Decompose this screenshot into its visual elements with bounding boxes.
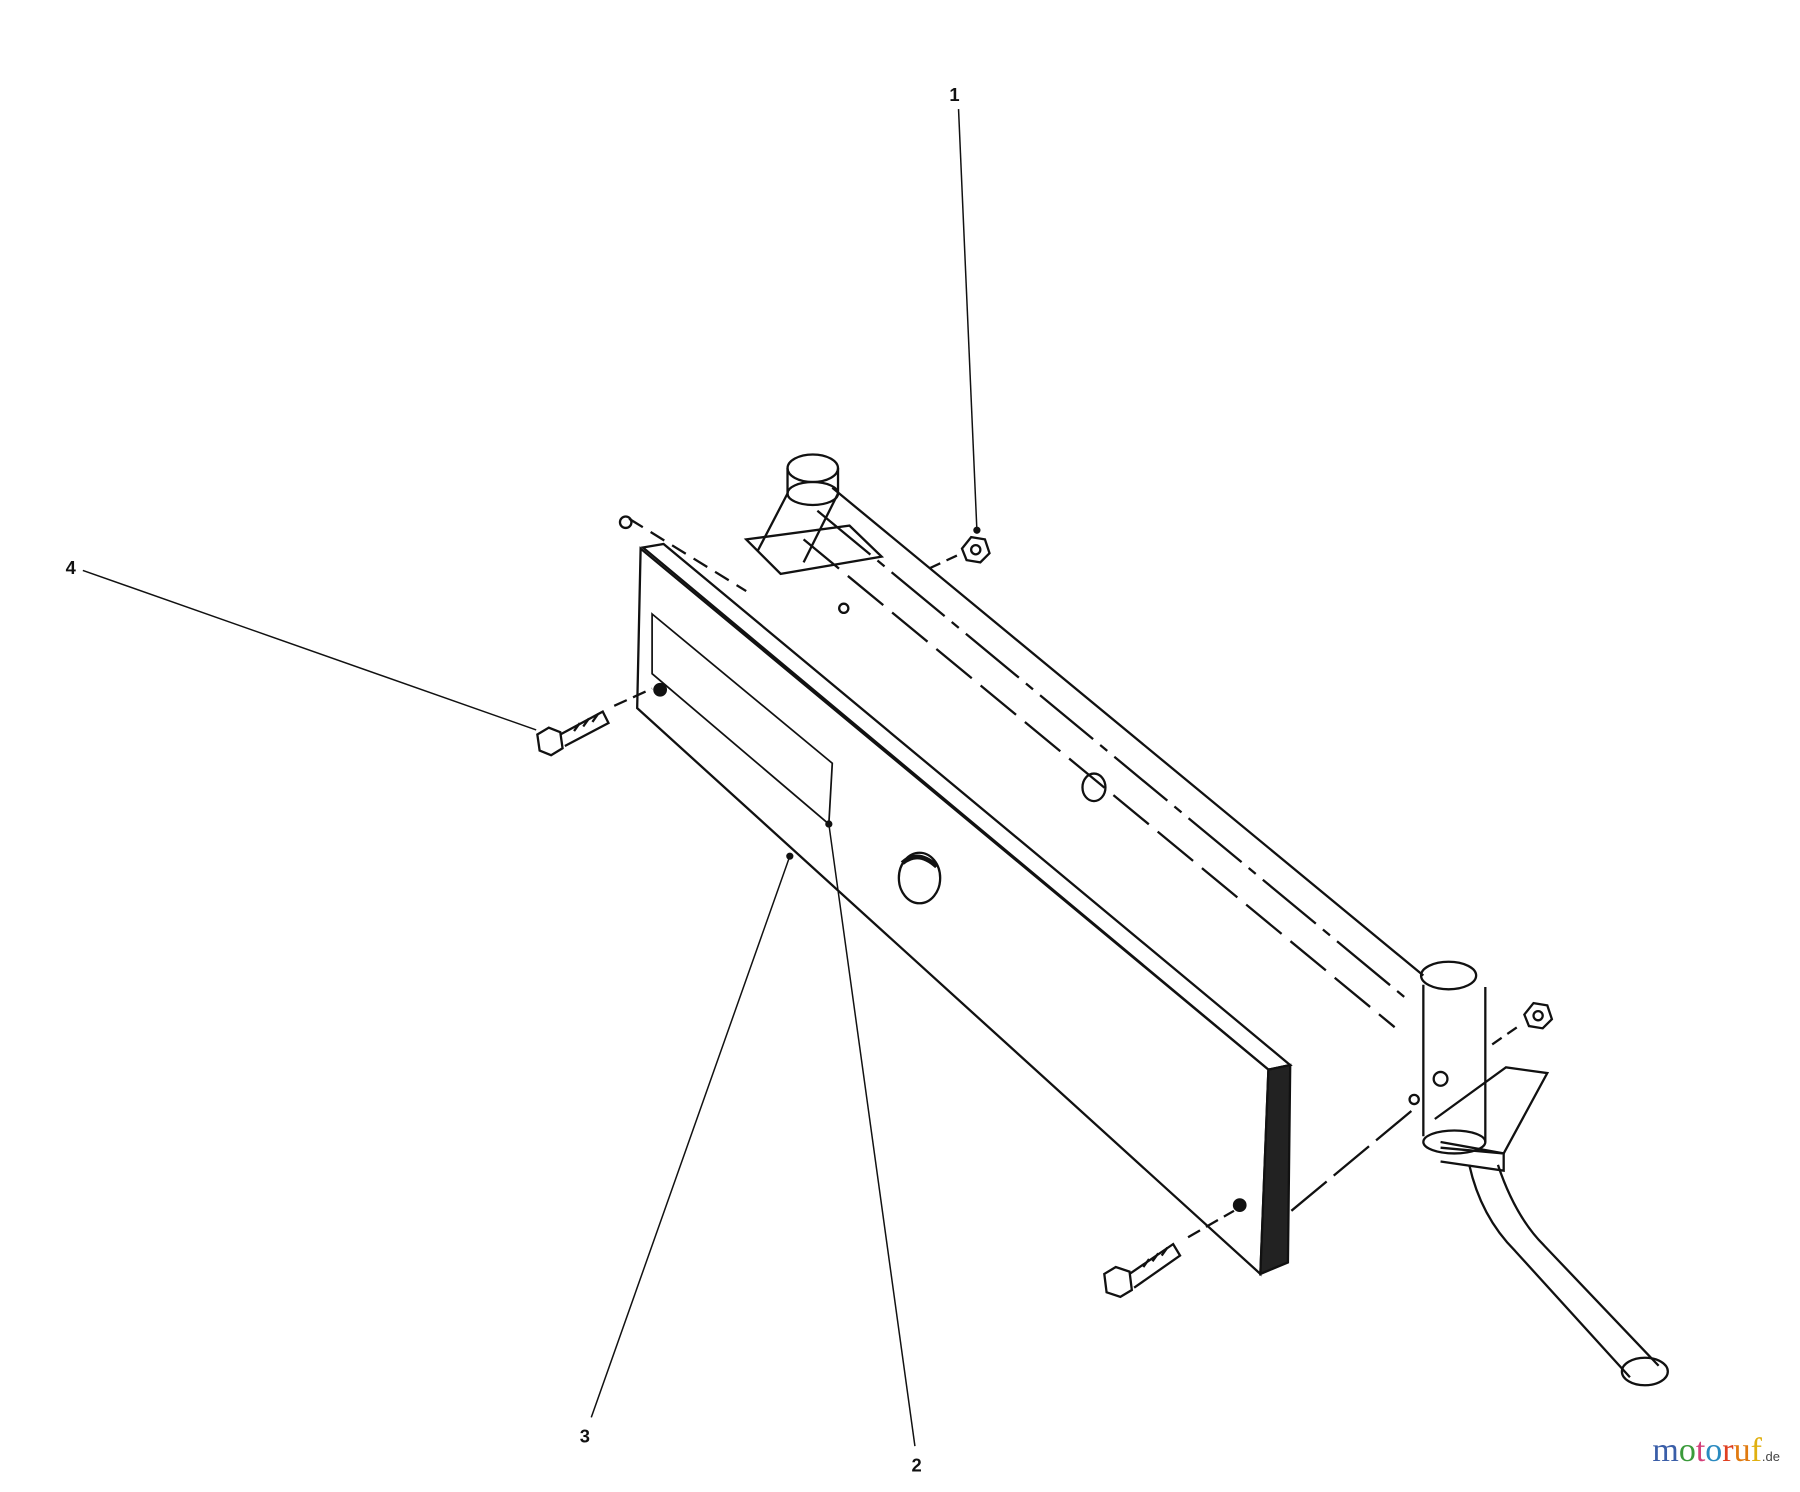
watermark-logo: motoruf.de bbox=[1652, 1432, 1780, 1470]
front-plate bbox=[636, 542, 1293, 1277]
leader-line-2 bbox=[828, 823, 916, 1447]
wm-letter: r bbox=[1722, 1432, 1734, 1469]
wm-letter: o bbox=[1678, 1432, 1696, 1469]
rear-axle-bar bbox=[802, 486, 1425, 1029]
callout-2: 2 bbox=[911, 1454, 921, 1475]
right-pivot-bracket bbox=[1408, 960, 1669, 1387]
bolt-2 bbox=[1103, 1107, 1415, 1299]
callout-1: 1 bbox=[949, 84, 959, 105]
wm-suffix: .de bbox=[1761, 1449, 1780, 1464]
wm-letter: u bbox=[1733, 1432, 1751, 1469]
wm-letter: o bbox=[1705, 1432, 1723, 1469]
wm-letter: f bbox=[1750, 1432, 1762, 1469]
wm-letter: t bbox=[1695, 1432, 1706, 1469]
wm-letter: m bbox=[1652, 1432, 1679, 1469]
callout-3: 3 bbox=[580, 1426, 590, 1447]
nut-1 bbox=[929, 535, 991, 570]
bolt-1 bbox=[536, 687, 653, 757]
nut-2 bbox=[1491, 1001, 1554, 1046]
callout-4: 4 bbox=[66, 557, 77, 578]
leader-line-4 bbox=[82, 569, 537, 731]
left-pivot-bracket bbox=[618, 453, 885, 615]
leader-line-3 bbox=[590, 855, 791, 1418]
leader-line-1 bbox=[957, 108, 978, 531]
